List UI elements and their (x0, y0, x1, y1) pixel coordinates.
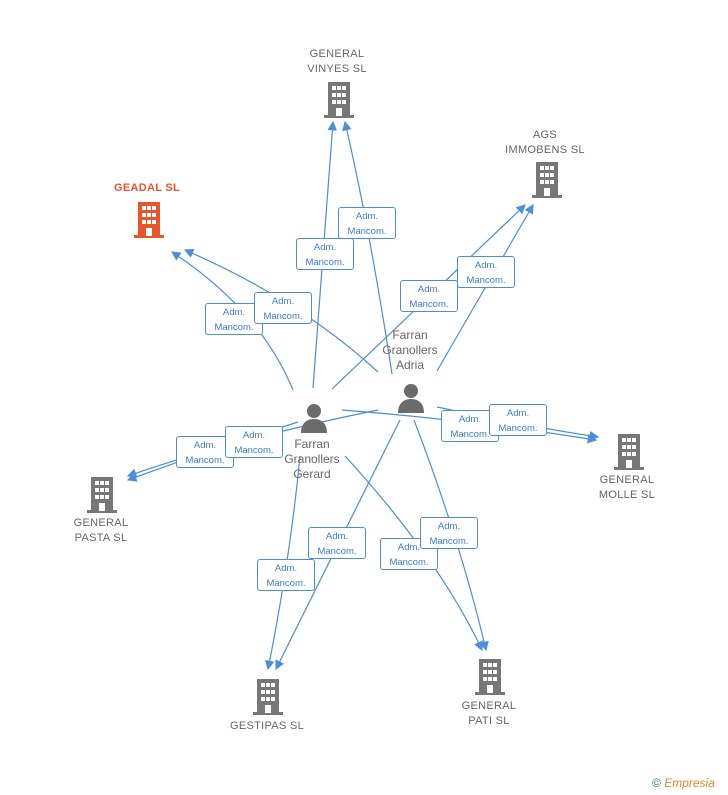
edge-label-adm-mancom[interactable]: Adm. Mancom. (205, 303, 263, 335)
company-label-general-pasta[interactable]: GENERAL PASTA SL (73, 517, 129, 544)
edge-label-adm-mancom[interactable]: Adm. Mancom. (400, 280, 458, 312)
building-icon[interactable] (324, 82, 354, 118)
edge-label-adm-mancom[interactable]: Adm. Mancom. (457, 256, 515, 288)
edge-label-adm-mancom[interactable]: Adm. Mancom. (489, 404, 547, 436)
company-label-ags-immobens[interactable]: AGS IMMOBENS SL (505, 129, 585, 156)
building-icon[interactable] (253, 679, 283, 715)
company-label-gestipas[interactable]: GESTIPAS SL (229, 720, 304, 732)
company-label-geadal[interactable]: GEADAL SL (113, 182, 181, 194)
edge-label-adm-mancom[interactable]: Adm. Mancom. (420, 517, 478, 549)
building-icon[interactable] (532, 162, 562, 198)
building-icon[interactable] (134, 202, 164, 238)
edge-line (436, 203, 534, 372)
edge-label-adm-mancom[interactable]: Adm. Mancom. (308, 527, 366, 559)
company-label-general-vinyes[interactable]: GENERAL VINYES SL (307, 48, 367, 75)
edge-label-adm-mancom[interactable]: Adm. Mancom. (176, 436, 234, 468)
person-label-farran-granollers-gerard[interactable]: Farran Granollers Gerard (284, 437, 340, 481)
edge-label-adm-mancom[interactable]: Adm. Mancom. (254, 292, 312, 324)
edge-label-adm-mancom[interactable]: Adm. Mancom. (296, 238, 354, 270)
footer-brand: © Empresia (652, 776, 715, 790)
company-label-general-molle[interactable]: GENERAL MOLLE SL (598, 474, 656, 501)
building-icon[interactable] (87, 477, 117, 513)
edge-label-adm-mancom[interactable]: Adm. Mancom. (257, 559, 315, 591)
person-icon[interactable] (396, 383, 426, 413)
brand-name[interactable]: Empresia (664, 776, 715, 790)
building-icon[interactable] (614, 434, 644, 470)
edge-label-adm-mancom[interactable]: Adm. Mancom. (225, 426, 283, 458)
edge-line (342, 120, 393, 375)
person-icon[interactable] (299, 403, 329, 433)
company-label-general-pati[interactable]: GENERAL PATI SL (461, 700, 517, 727)
building-icon[interactable] (475, 659, 505, 695)
person-label-farran-granollers-adria[interactable]: Farran Granollers Adria (382, 328, 438, 372)
edge-label-adm-mancom[interactable]: Adm. Mancom. (338, 207, 396, 239)
copyright-icon: © (652, 776, 661, 790)
